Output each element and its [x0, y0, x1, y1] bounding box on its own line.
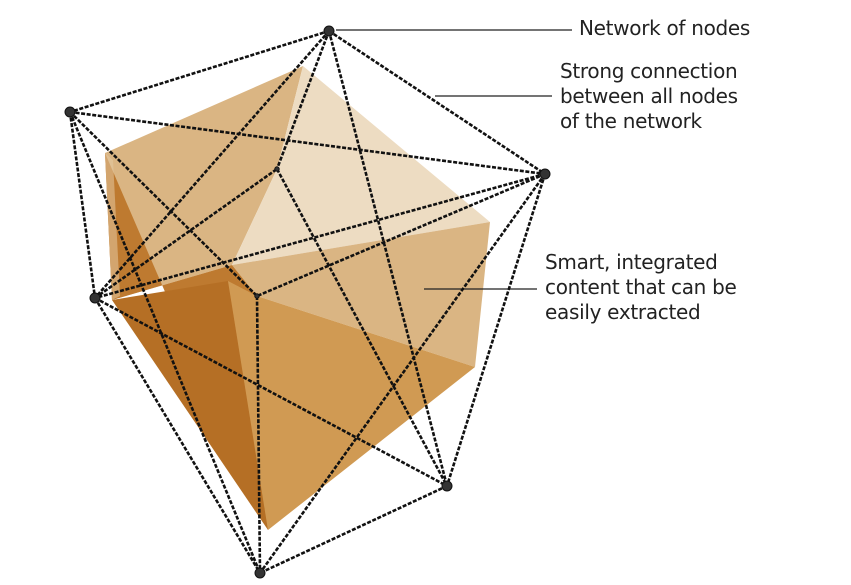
edge-inner-center-bottom: [255, 295, 262, 574]
edge-bottom-right-bottom: [259, 484, 448, 575]
edge-left-top-left-mid: [68, 111, 97, 299]
edge-right-left-mid: [94, 172, 546, 300]
label-line: Smart, integrated: [545, 250, 718, 274]
edge-left-mid-bottom: [93, 297, 262, 574]
label-line: content that can be: [545, 275, 737, 299]
edge-top-left-top: [69, 29, 330, 114]
edge-left-top-right: [69, 110, 546, 176]
face-front: [228, 281, 475, 530]
node-right: [539, 168, 551, 180]
label-line: between all nodes: [560, 84, 738, 108]
node-bottom: [254, 567, 266, 579]
node-left-mid: [89, 292, 101, 304]
edge-inner-top-bottom-right: [275, 168, 449, 487]
face-right-upper: [232, 222, 490, 367]
label-line: easily extracted: [545, 300, 701, 324]
label-network-of-nodes: Network of nodes: [579, 16, 750, 41]
network-edges: [68, 29, 547, 575]
leader-lines: [336, 29, 572, 290]
edge-top-inner-top: [275, 30, 331, 170]
edge-left-top-bottom: [68, 111, 262, 574]
node-bottom-right: [441, 480, 453, 492]
edge-left-mid-inner-top: [94, 167, 278, 300]
label-line: of the network: [560, 109, 702, 133]
node-top: [323, 25, 335, 37]
node-inner-top: [274, 166, 280, 172]
face-back-left: [105, 66, 303, 300]
label-line: Strong connection: [560, 59, 738, 83]
edge-top-right: [328, 29, 546, 176]
edge-top-left-mid: [94, 30, 330, 299]
node-left-top: [64, 106, 76, 118]
edge-left-top-inner-center: [69, 111, 258, 297]
label-line: Network of nodes: [579, 16, 751, 40]
label-strong-connection: Strong connection between all nodes of t…: [560, 59, 738, 134]
edge-left-mid-bottom-right: [94, 296, 448, 488]
node-inner-center: [254, 293, 260, 299]
edge-right-bottom-right: [445, 173, 547, 487]
network-nodes: [64, 25, 551, 579]
label-smart-content: Smart, integrated content that can be ea…: [545, 250, 737, 325]
face-highlight: [105, 153, 120, 300]
edge-right-bottom: [258, 173, 547, 574]
edge-right-inner-center: [256, 172, 546, 298]
content-crystal: [105, 66, 490, 530]
